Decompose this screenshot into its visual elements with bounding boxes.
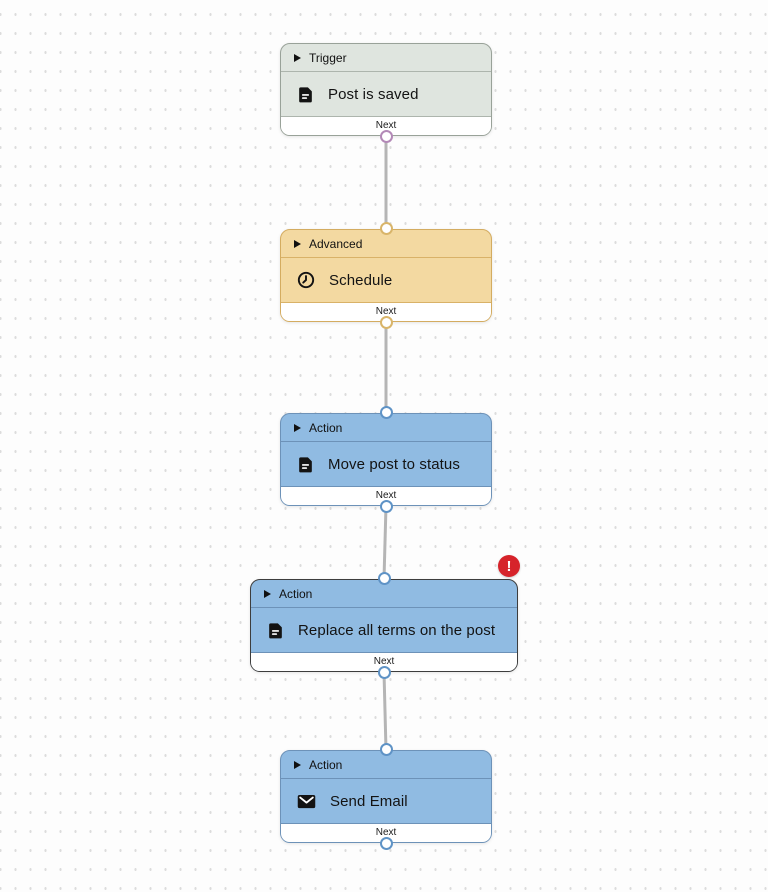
node-category-label: Action — [279, 586, 313, 601]
node-schedule[interactable]: Advanced Schedule Next — [280, 222, 492, 329]
node-body[interactable]: Move post to status — [281, 442, 491, 486]
node-body[interactable]: Schedule — [281, 258, 491, 302]
output-port[interactable] — [379, 500, 393, 513]
collapse-arrow-icon[interactable] — [294, 760, 301, 769]
node-category-label: Advanced — [309, 236, 363, 251]
output-port[interactable] — [379, 316, 393, 329]
collapse-arrow-icon[interactable] — [294, 239, 301, 248]
node-title: Move post to status — [328, 455, 460, 473]
input-port[interactable] — [379, 406, 393, 419]
node-footer-next: Next — [281, 486, 491, 505]
collapse-arrow-icon[interactable] — [294, 423, 301, 432]
node-footer-next: Next — [281, 116, 491, 135]
document-icon — [296, 85, 315, 104]
node-replace-all-terms[interactable]: Action Replace all terms on the post Nex… — [250, 572, 518, 679]
node-title: Replace all terms on the post — [298, 621, 496, 639]
collapse-arrow-icon[interactable] — [294, 53, 301, 62]
node-body[interactable]: Replace all terms on the post — [251, 608, 517, 652]
node-body[interactable]: Send Email — [281, 779, 491, 823]
next-label: Next — [375, 306, 397, 317]
node-send-email[interactable]: Action Send Email Next — [280, 743, 492, 850]
error-badge[interactable]: ! — [498, 555, 520, 577]
next-label: Next — [373, 656, 395, 667]
node-category-label: Action — [309, 757, 343, 772]
document-icon — [266, 621, 285, 640]
next-label: Next — [375, 120, 397, 131]
node-move-post-to-status[interactable]: Action Move post to status Next — [280, 406, 492, 513]
node-category-label: Action — [309, 420, 343, 435]
collapse-arrow-icon[interactable] — [264, 589, 271, 598]
node-title: Post is saved — [328, 85, 419, 103]
node-header[interactable]: Trigger — [281, 44, 491, 72]
output-port[interactable] — [379, 837, 393, 850]
node-header[interactable]: Action — [281, 414, 491, 442]
node-title: Schedule — [329, 271, 393, 289]
node-footer-next: Next — [281, 823, 491, 842]
input-port[interactable] — [379, 743, 393, 756]
node-header[interactable]: Advanced — [281, 230, 491, 258]
node-post-is-saved[interactable]: Trigger Post is saved Next — [280, 43, 492, 143]
output-port[interactable] — [377, 666, 391, 679]
node-footer-next: Next — [251, 652, 517, 671]
node-header[interactable]: Action — [281, 751, 491, 779]
node-title: Send Email — [330, 792, 408, 810]
input-port[interactable] — [379, 222, 393, 235]
input-port[interactable] — [377, 572, 391, 585]
error-exclamation: ! — [506, 557, 512, 575]
node-category-label: Trigger — [309, 50, 347, 65]
node-body[interactable]: Post is saved — [281, 72, 491, 116]
next-label: Next — [375, 490, 397, 501]
next-label: Next — [375, 827, 397, 838]
node-footer-next: Next — [281, 302, 491, 321]
output-port[interactable] — [379, 130, 393, 143]
document-icon — [296, 455, 315, 474]
mail-icon — [296, 791, 317, 812]
clock-icon — [296, 270, 316, 290]
node-header[interactable]: Action — [251, 580, 517, 608]
